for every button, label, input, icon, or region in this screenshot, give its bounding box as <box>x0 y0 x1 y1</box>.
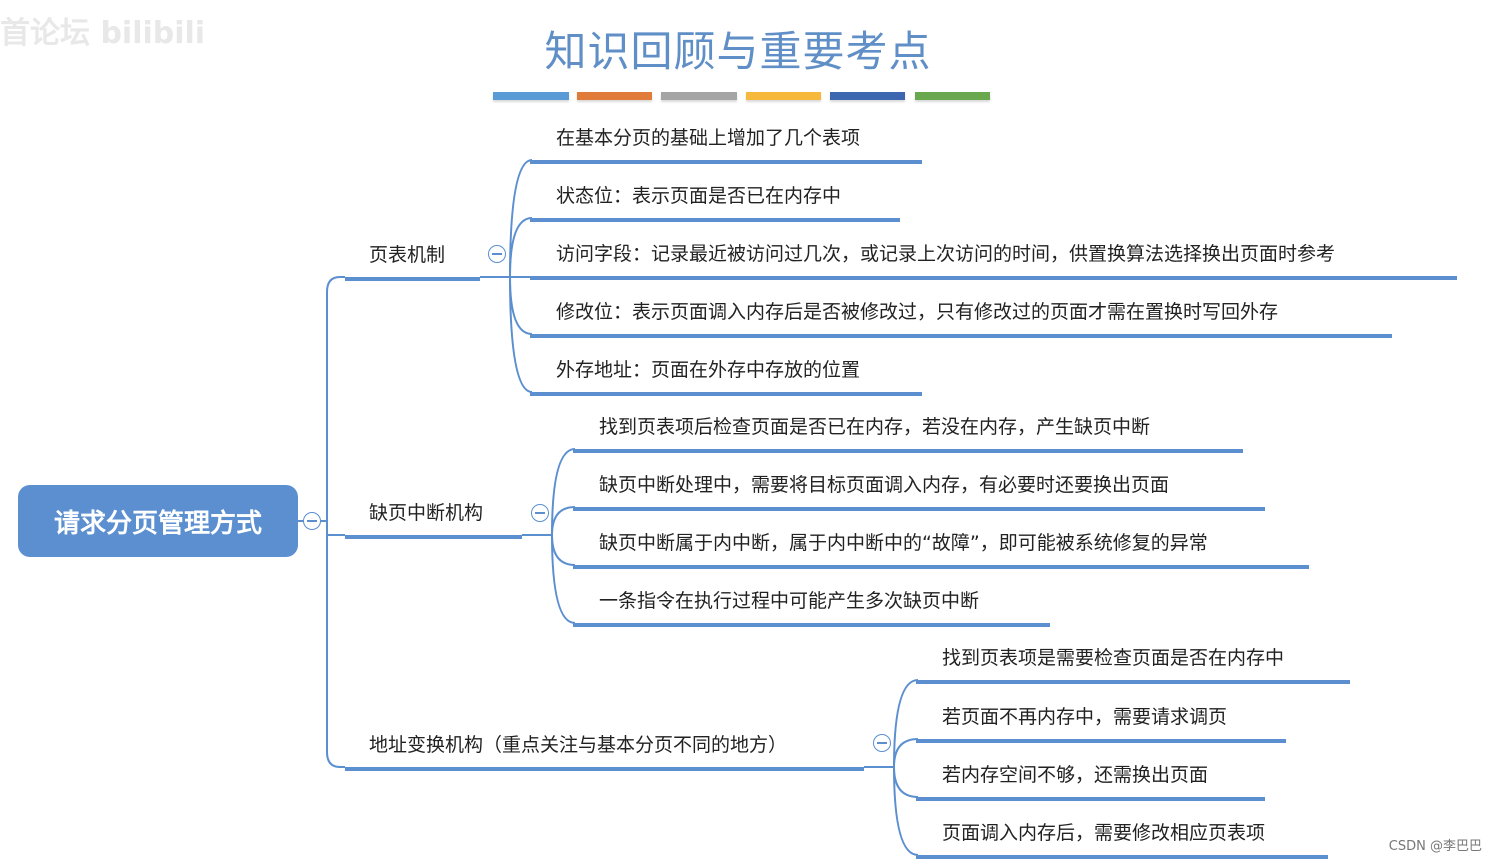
list-item[interactable]: 找到页表项后检查页面是否已在内存，若没在内存，产生缺页中断 <box>573 415 1243 453</box>
list-item[interactable]: 页面调入内存后，需要修改相应页表项 <box>916 821 1328 859</box>
list-item[interactable]: 外存地址：页面在外存中存放的位置 <box>530 358 922 396</box>
connector <box>326 276 345 768</box>
video-watermark: 首论坛 bilibili <box>0 16 206 51</box>
list-item[interactable]: 一条指令在执行过程中可能产生多次缺页中断 <box>573 589 1050 627</box>
root-node[interactable]: 请求分页管理方式 <box>18 485 298 557</box>
connector <box>551 534 576 624</box>
list-item[interactable]: 缺页中断属于内中断，属于内中断中的“故障”，即可能被系统修复的异常 <box>573 531 1309 569</box>
branch-label: 缺页中断机构 <box>369 502 484 524</box>
item-text: 状态位：表示页面是否已在内存中 <box>556 185 842 207</box>
decor-bar <box>493 92 569 100</box>
item-text: 在基本分页的基础上增加了几个表项 <box>556 127 861 149</box>
list-item[interactable]: 找到页表项是需要检查页面是否在内存中 <box>916 646 1350 684</box>
connector <box>893 766 919 798</box>
collapse-branch-icon[interactable] <box>531 504 549 522</box>
branch-page-table[interactable]: 页表机制 <box>345 243 480 281</box>
decor-bar <box>915 92 990 100</box>
list-item[interactable]: 缺页中断处理中，需要将目标页面调入内存，有必要时还要换出页面 <box>573 473 1265 511</box>
item-text: 缺页中断处理中，需要将目标页面调入内存，有必要时还要换出页面 <box>599 474 1170 496</box>
collapse-root-icon[interactable] <box>303 512 321 530</box>
branch-label: 地址变换机构（重点关注与基本分页不同的地方） <box>369 734 788 756</box>
connector <box>509 217 533 278</box>
collapse-branch-icon[interactable] <box>873 734 891 752</box>
list-item[interactable]: 状态位：表示页面是否已在内存中 <box>530 184 900 222</box>
item-text: 访问字段：记录最近被访问过几次，或记录上次访问的时间，供置换算法选择换出页面时参… <box>556 243 1336 265</box>
item-text: 页面调入内存后，需要修改相应页表项 <box>942 822 1266 844</box>
credit-watermark: CSDN @李巴巴 <box>1388 839 1482 854</box>
collapse-branch-icon[interactable] <box>488 245 506 263</box>
page-title: 知识回顾与重要考点 <box>544 27 932 76</box>
connector <box>551 506 576 536</box>
item-text: 若内存空间不够，还需换出页面 <box>942 764 1209 786</box>
decor-bar <box>830 92 905 100</box>
connector <box>551 534 576 566</box>
branch-address-translation[interactable]: 地址变换机构（重点关注与基本分页不同的地方） <box>345 733 864 771</box>
item-text: 找到页表项是需要检查页面是否在内存中 <box>942 647 1285 669</box>
item-text: 修改位：表示页面调入内存后是否被修改过，只有修改过的页面才需在置换时写回外存 <box>556 301 1279 323</box>
connector <box>509 276 533 393</box>
item-text: 外存地址：页面在外存中存放的位置 <box>556 359 861 381</box>
decor-bar <box>746 92 821 100</box>
connector <box>893 679 919 768</box>
decor-bar <box>661 92 737 100</box>
connector <box>893 738 919 768</box>
list-item[interactable]: 访问字段：记录最近被访问过几次，或记录上次访问的时间，供置换算法选择换出页面时参… <box>530 242 1457 280</box>
list-item[interactable]: 若页面不再内存中，需要请求调页 <box>916 705 1286 743</box>
root-label: 请求分页管理方式 <box>53 508 262 539</box>
item-text: 缺页中断属于内中断，属于内中断中的“故障”，即可能被系统修复的异常 <box>599 532 1208 554</box>
item-text: 找到页表项后检查页面是否已在内存，若没在内存，产生缺页中断 <box>599 416 1151 438</box>
branch-label: 页表机制 <box>369 244 446 266</box>
item-text: 一条指令在执行过程中可能产生多次缺页中断 <box>599 590 980 612</box>
connector <box>509 276 533 335</box>
item-text: 若页面不再内存中，需要请求调页 <box>942 706 1228 728</box>
list-item[interactable]: 修改位：表示页面调入内存后是否被修改过，只有修改过的页面才需在置换时写回外存 <box>530 300 1392 338</box>
connector <box>893 766 919 856</box>
list-item[interactable]: 在基本分页的基础上增加了几个表项 <box>530 126 922 164</box>
decor-bar <box>577 92 652 100</box>
list-item[interactable]: 若内存空间不够，还需换出页面 <box>916 763 1265 801</box>
connector <box>551 448 576 536</box>
branch-page-fault[interactable]: 缺页中断机构 <box>345 501 522 539</box>
